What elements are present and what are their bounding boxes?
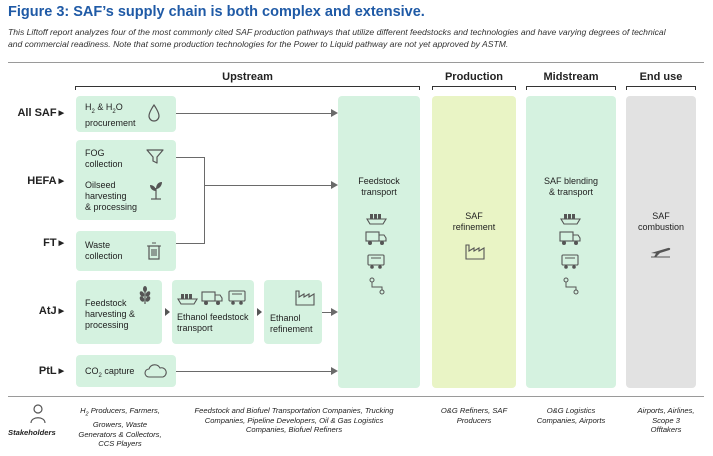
- pipeline-icon: [563, 277, 579, 295]
- ship-icon: [366, 214, 387, 225]
- row-label-hefa: HEFA▶: [27, 175, 64, 187]
- connector-hefa: [176, 157, 204, 158]
- pipeline-icon: [369, 277, 385, 295]
- midstream-bracket: [526, 86, 616, 90]
- truck-icon: [559, 231, 581, 245]
- row-label-atj: AtJ▶: [38, 305, 64, 317]
- top-divider: [8, 62, 704, 63]
- figure-subtitle: This Liftoff report analyzes four of the…: [8, 27, 666, 49]
- connector-h2: [176, 113, 331, 114]
- sprout-icon: [150, 182, 162, 200]
- funnel-icon: [146, 149, 164, 164]
- ethanol-transport-icons: [177, 290, 246, 305]
- connector-ft: [176, 243, 204, 244]
- arrow-head: [257, 308, 262, 316]
- row-arrow-icon: ▶: [58, 308, 64, 315]
- column-header-upstream: Upstream: [222, 71, 273, 83]
- row-label-ft: FT▶: [43, 237, 64, 249]
- person-icon: [30, 404, 46, 424]
- row-arrow-icon: ▶: [58, 240, 64, 247]
- bottom-divider: [8, 396, 704, 397]
- arrow-head: [331, 181, 338, 189]
- row-arrow-icon: ▶: [58, 178, 64, 185]
- co2-capture-label: CO2 capture: [85, 366, 135, 379]
- row-arrow-icon: ▶: [58, 110, 64, 117]
- upstream-bracket: [75, 86, 420, 90]
- airplane-icon: [651, 247, 671, 258]
- end-use-bracket: [626, 86, 696, 90]
- trash-can-icon: [147, 242, 161, 260]
- column-header-midstream: Midstream: [543, 71, 599, 83]
- arrow-head: [331, 367, 338, 375]
- column-header-end-use: End use: [639, 71, 683, 83]
- truck-icon: [201, 291, 223, 305]
- factory-icon: [295, 290, 315, 306]
- ship-icon: [560, 214, 581, 225]
- feedstock-transport-icons: [365, 214, 387, 295]
- production-bracket: [432, 86, 516, 90]
- stakeholders-label: Stakeholders: [8, 428, 56, 437]
- stakeholders-transport: Feedstock and Biofuel Transportation Com…: [194, 406, 394, 434]
- blending-transport-icons: [559, 214, 581, 295]
- rail-car-icon: [228, 290, 246, 305]
- saf-blending-box: SAF blending& transport: [526, 96, 616, 388]
- connector-ptl: [176, 371, 331, 372]
- row-label-all-saf: All SAF▶: [17, 107, 64, 119]
- row-label-ptl: PtL▶: [38, 365, 64, 377]
- connector-vertical: [204, 157, 205, 244]
- connector-merge: [204, 185, 331, 186]
- co2-capture-box: CO2 capture: [76, 355, 176, 387]
- connector-atj: [322, 312, 331, 313]
- saf-blending-label: SAF blending& transport: [543, 176, 599, 197]
- water-drop-icon: [148, 103, 160, 122]
- arrow-head: [165, 308, 170, 316]
- figure-title: Figure 3: SAF’s supply chain is both com…: [8, 4, 425, 20]
- arrow-head: [331, 308, 338, 316]
- truck-icon: [365, 231, 387, 245]
- row-arrow-icon: ▶: [58, 368, 64, 375]
- arrow-head: [331, 109, 338, 117]
- factory-icon: [465, 244, 485, 260]
- rail-car-icon: [561, 254, 579, 269]
- cloud-icon: [144, 364, 167, 378]
- wheat-icon: [139, 286, 151, 304]
- ship-icon: [177, 294, 198, 305]
- rail-car-icon: [367, 254, 385, 269]
- column-header-production: Production: [444, 71, 504, 83]
